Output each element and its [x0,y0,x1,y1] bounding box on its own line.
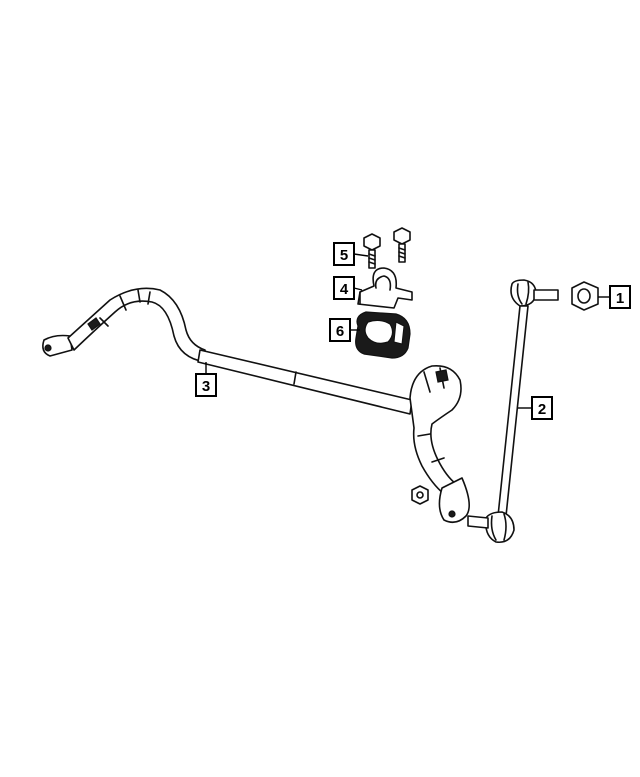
callout-6[interactable]: 6 [329,318,351,342]
bushing-bracket[interactable] [357,267,413,309]
callout-5[interactable]: 5 [333,242,355,266]
callout-3[interactable]: 3 [195,373,217,397]
callout-label-6: 6 [336,323,344,340]
callout-label-2: 2 [538,401,546,418]
callout-1[interactable]: 1 [609,285,631,309]
callout-4[interactable]: 4 [333,276,355,300]
leader-4 [353,287,363,291]
callout-label-3: 3 [202,378,210,395]
bracket-bolt[interactable] [363,227,411,269]
stabilizer-bar[interactable] [42,287,470,524]
callout-2[interactable]: 2 [531,396,553,420]
callout-label-5: 5 [340,247,348,264]
leader-5 [353,253,369,257]
callout-label-4: 4 [340,281,349,298]
stabilizer-link[interactable] [467,279,559,544]
link-nut[interactable] [571,281,599,311]
stabilizer-bushing[interactable] [355,311,411,359]
callout-label-1: 1 [616,290,624,307]
